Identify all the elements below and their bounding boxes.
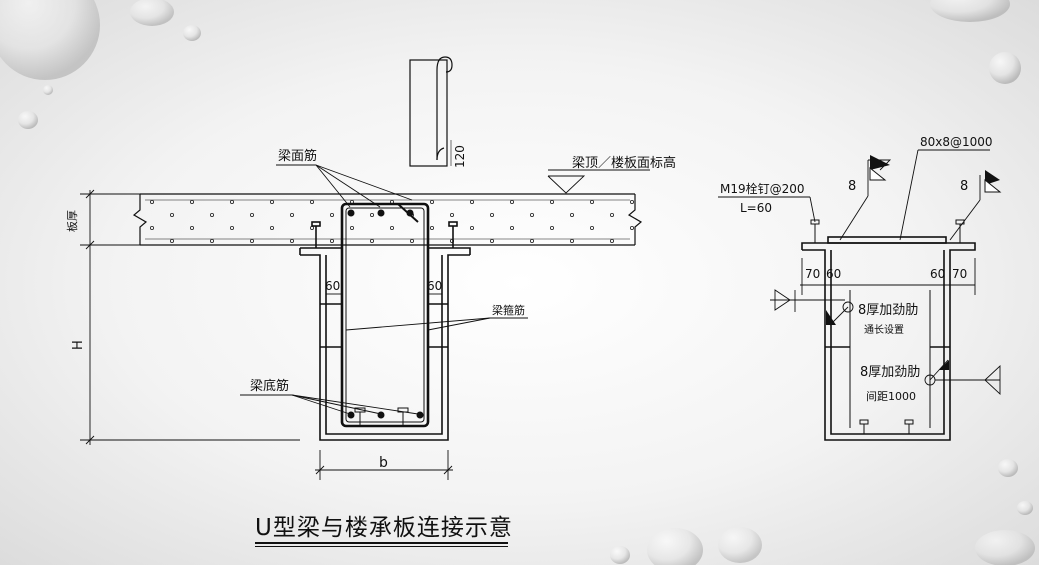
weld-size-left: 8 bbox=[848, 179, 856, 194]
weld-size-right: 8 bbox=[960, 179, 968, 194]
caption-underline bbox=[255, 542, 508, 544]
stud-label: M19栓钉@200 bbox=[720, 181, 805, 196]
dimensions-right bbox=[718, 149, 1001, 396]
hook-length-label: 120 bbox=[453, 145, 467, 168]
caption-underline-thin bbox=[255, 546, 508, 547]
width-label: b bbox=[379, 455, 388, 471]
beam-top-bar-label: 梁面筋 bbox=[278, 148, 317, 164]
dim-60-right: 60 bbox=[427, 279, 442, 293]
right-detail bbox=[718, 149, 1002, 441]
hook-detail bbox=[409, 56, 453, 167]
dim-70-left: 70 bbox=[805, 267, 820, 281]
rib2-label: 8厚加劲肋 bbox=[860, 365, 920, 380]
diagram-caption: U型梁与楼承板连接示意 bbox=[255, 515, 513, 541]
dimensions-left bbox=[80, 164, 650, 480]
dim-60-right-r: 60 bbox=[930, 267, 945, 281]
stud-length-label: L=60 bbox=[740, 201, 772, 215]
slab bbox=[132, 193, 643, 246]
dim-70-right: 70 bbox=[952, 267, 967, 281]
slab-top-level-label: 梁顶／楼板面标高 bbox=[572, 155, 676, 171]
dim-60-left: 60 bbox=[325, 279, 340, 293]
bottom-studs bbox=[354, 407, 409, 426]
plate-label: 80x8@1000 bbox=[920, 135, 993, 149]
rib2-note: 间距1000 bbox=[866, 390, 916, 403]
bottom-bar-label: 梁底筋 bbox=[250, 378, 289, 394]
stirrup-label: 梁箍筋 bbox=[492, 303, 525, 317]
rib1-note: 通长设置 bbox=[864, 324, 904, 336]
slab-thickness-label: 板厚 bbox=[65, 210, 79, 232]
dim-60-left-r: 60 bbox=[826, 267, 841, 281]
rib1-label: 8厚加劲肋 bbox=[858, 303, 918, 318]
left-detail bbox=[80, 56, 650, 480]
height-label: H bbox=[71, 340, 86, 350]
